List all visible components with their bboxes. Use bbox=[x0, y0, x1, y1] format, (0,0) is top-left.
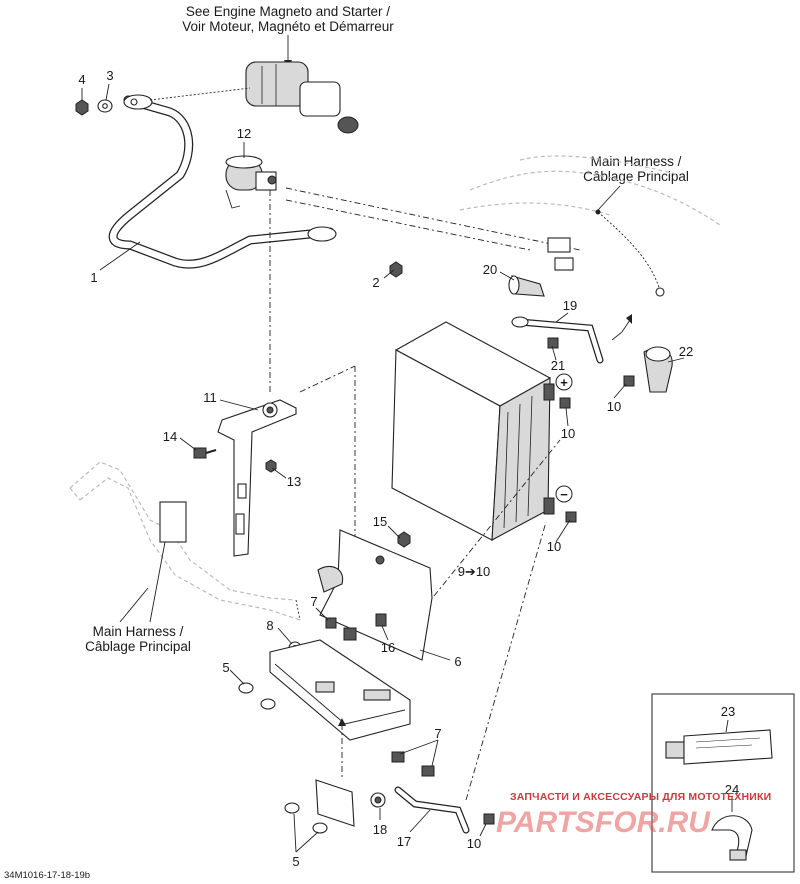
grease-tube-23 bbox=[665, 729, 773, 765]
callout-18: 18 bbox=[373, 822, 387, 837]
bolt-16 bbox=[375, 613, 387, 627]
positive-terminal-marker: + bbox=[555, 373, 573, 391]
bolt-10-negative bbox=[565, 511, 577, 523]
nut-2 bbox=[389, 261, 403, 278]
terminal-boot-20 bbox=[508, 275, 545, 297]
callout-6: 6 bbox=[454, 654, 461, 669]
callout-23: 23 bbox=[721, 704, 735, 719]
negative-terminal-marker: − bbox=[555, 485, 573, 503]
battery-support-6 bbox=[317, 529, 433, 661]
battery bbox=[391, 321, 555, 541]
callout-21: 21 bbox=[551, 358, 565, 373]
caption-harness-left-fr: Câblage Principal bbox=[85, 639, 191, 654]
nut-21 bbox=[547, 337, 559, 349]
diagram-code: 34M1016-17-18-19b bbox=[4, 870, 90, 881]
callout-1: 1 bbox=[90, 270, 97, 285]
callout-5-lower: 5 bbox=[292, 854, 299, 869]
nut-15 bbox=[397, 531, 411, 548]
caption-magneto: See Engine Magneto and Starter / bbox=[186, 4, 390, 19]
terminal-cover-22 bbox=[643, 346, 673, 393]
bolt-10-lower bbox=[483, 813, 495, 825]
battery-tray bbox=[269, 639, 411, 741]
bolt-7-lower bbox=[391, 751, 435, 777]
callout-11: 11 bbox=[203, 390, 217, 405]
bolt-14 bbox=[193, 447, 217, 459]
callout-14: 14 bbox=[163, 429, 177, 444]
bracket-lower bbox=[315, 779, 355, 827]
watermark: ЗАПЧАСТИ И АКСЕССУАРЫ ДЛЯ МОТОТЕХНИКИ PA… bbox=[496, 791, 771, 839]
starter-cable bbox=[108, 94, 337, 269]
starter-motor bbox=[245, 61, 359, 134]
cable-tie-24 bbox=[711, 815, 753, 861]
callout-13: 13 bbox=[287, 474, 301, 489]
callout-10-lower: 10 bbox=[467, 836, 481, 851]
inset-box bbox=[651, 693, 795, 873]
caption-harness-left: Main Harness / bbox=[93, 624, 184, 639]
caption-harness-top-fr: Câblage Principal bbox=[583, 169, 689, 184]
callout-8: 8 bbox=[266, 618, 273, 633]
svg-text:−: − bbox=[560, 487, 568, 502]
callout-2: 2 bbox=[372, 275, 379, 290]
bushing-5-upper bbox=[238, 682, 276, 710]
callout-10-negative: 10 bbox=[547, 539, 561, 554]
bolt-10-positive bbox=[559, 397, 571, 409]
starter-solenoid bbox=[225, 155, 277, 209]
callout-10-positive: 10 bbox=[561, 426, 575, 441]
callout-5-upper: 5 bbox=[222, 660, 229, 675]
callout-20: 20 bbox=[483, 262, 497, 277]
callout-12: 12 bbox=[237, 126, 251, 141]
bracket-11 bbox=[217, 399, 297, 557]
washer-3 bbox=[97, 99, 113, 113]
caption-magneto-fr: Voir Moteur, Magnéto et Démarreur bbox=[182, 19, 394, 34]
watermark-tagline: ЗАПЧАСТИ И АКСЕССУАРЫ ДЛЯ МОТОТЕХНИКИ bbox=[510, 791, 771, 803]
callout-19: 19 bbox=[563, 298, 577, 313]
callout-15: 15 bbox=[373, 514, 387, 529]
bolt-7-upper bbox=[325, 617, 357, 641]
bolt-10-cover bbox=[623, 375, 635, 387]
svg-text:+: + bbox=[560, 375, 568, 390]
callout-9: 9➔10 bbox=[458, 564, 491, 579]
callout-7-lower: 7 bbox=[434, 726, 441, 741]
washer-18 bbox=[370, 792, 386, 808]
positive-cable-19 bbox=[511, 316, 604, 364]
callout-7-upper: 7 bbox=[310, 594, 317, 609]
main-harness-top bbox=[459, 155, 721, 297]
callout-16: 16 bbox=[381, 640, 395, 655]
callout-24: 24 bbox=[725, 782, 739, 797]
callout-10-cover: 10 bbox=[607, 399, 621, 414]
caption-harness-top: Main Harness / bbox=[591, 154, 682, 169]
bushing-5-lower bbox=[284, 802, 328, 834]
callout-4: 4 bbox=[78, 72, 85, 87]
callout-22: 22 bbox=[679, 344, 693, 359]
main-harness-left bbox=[69, 461, 301, 621]
callout-17: 17 bbox=[397, 834, 411, 849]
watermark-brand: PARTSFOR.RU bbox=[496, 806, 711, 839]
ground-cable-17 bbox=[394, 786, 470, 834]
callout-3: 3 bbox=[106, 68, 113, 83]
nut-4 bbox=[75, 99, 89, 116]
